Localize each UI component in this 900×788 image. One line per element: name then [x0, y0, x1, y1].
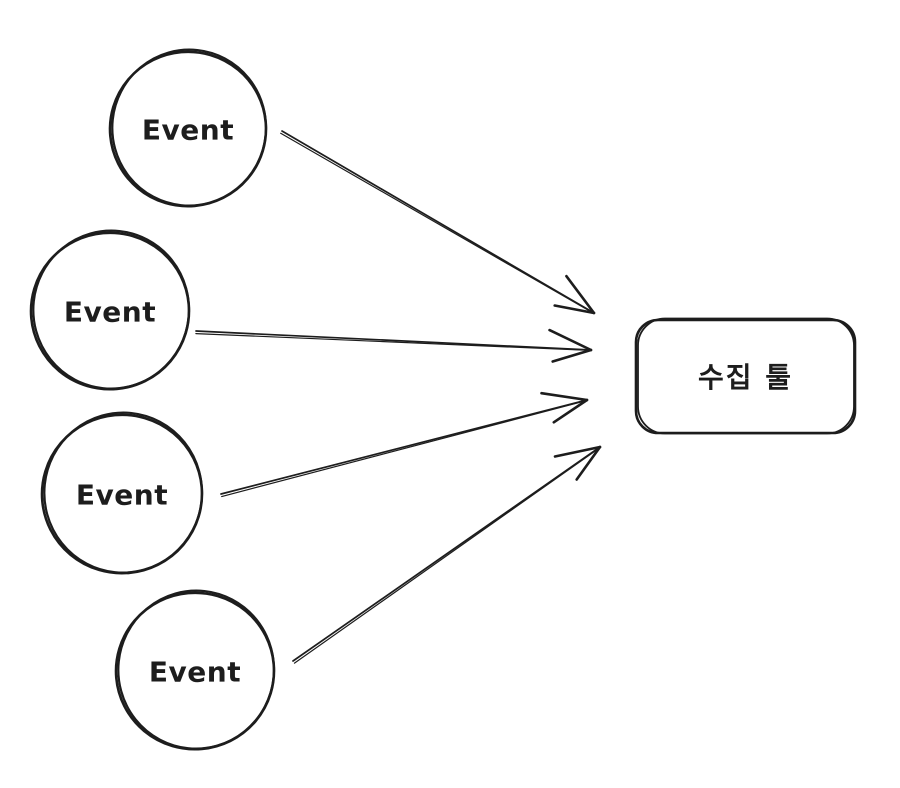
node-label: Event — [142, 114, 234, 147]
arrow-event-2-to-collector — [195, 328, 593, 363]
node-label: Event — [76, 479, 168, 512]
node-event-2: Event — [29, 229, 191, 391]
node-collector: 수집 툴 — [634, 317, 857, 435]
node-event-4: Event — [114, 589, 276, 751]
node-event-3: Event — [40, 411, 204, 575]
arrow-event-4-to-collector — [292, 445, 602, 664]
node-label: 수집 툴 — [698, 361, 793, 394]
node-label: Event — [64, 296, 156, 329]
arrow-event-3-to-collector — [220, 391, 589, 498]
arrow-event-1-to-collector — [280, 130, 596, 315]
node-label: Event — [149, 656, 241, 689]
node-event-1: Event — [108, 48, 268, 208]
